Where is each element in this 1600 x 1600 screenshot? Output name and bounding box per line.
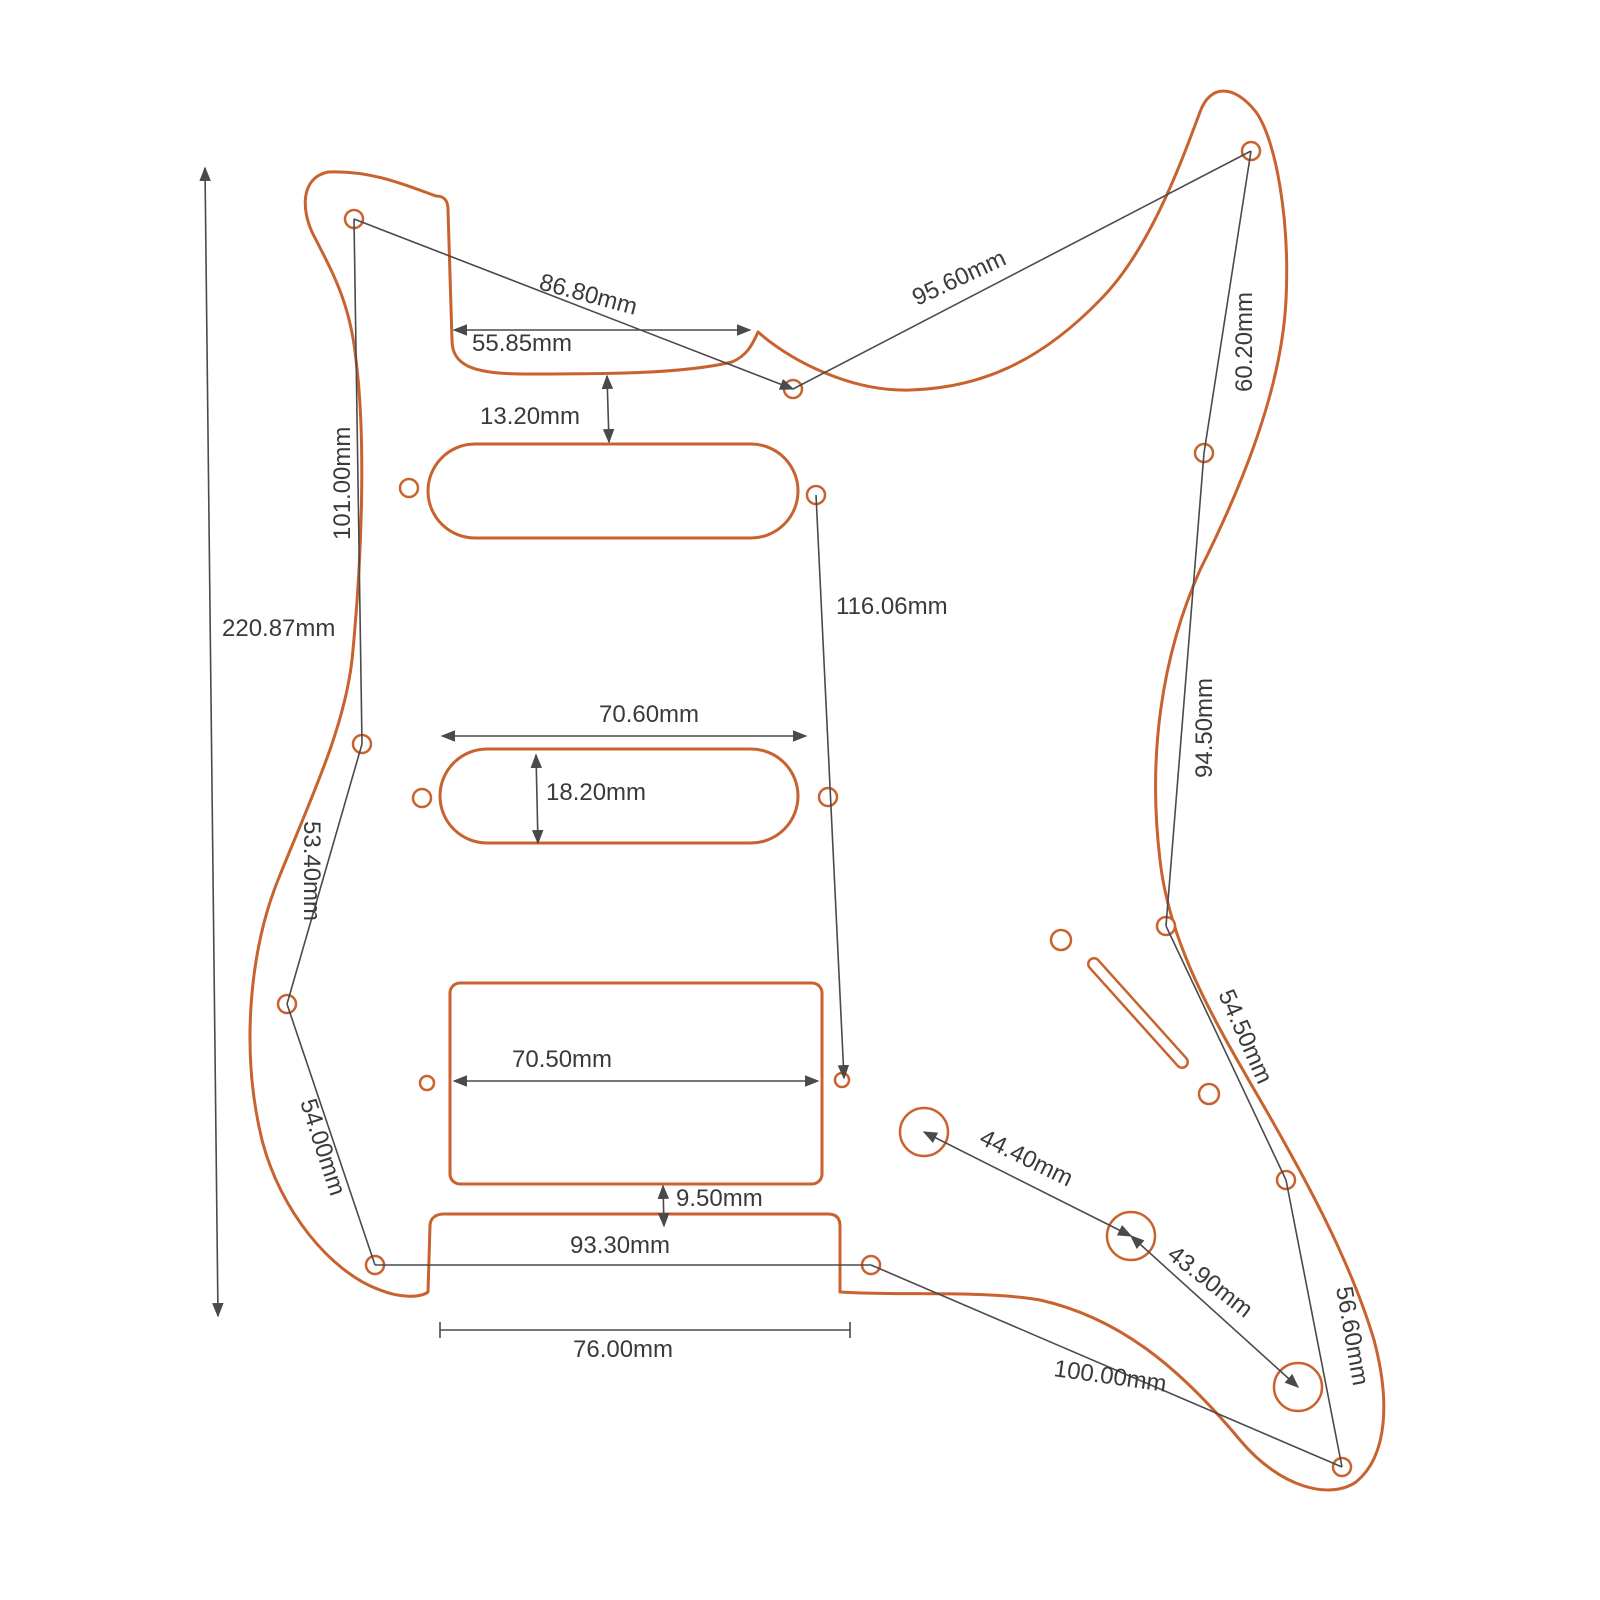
dim-line-94-50 [1165, 452, 1205, 927]
dim-line-101-00 [353, 218, 363, 745]
dim-line-9-50 [657, 1184, 670, 1228]
label-60-20: 60.20mm [1231, 292, 1258, 392]
label-116-06: 116.06mm [836, 593, 948, 620]
label-100-00: 100.00mm [1052, 1355, 1168, 1398]
dim-line-13-20 [601, 374, 615, 444]
pickup-mount-hole [833, 1071, 851, 1089]
dim-line-56-60 [1285, 1179, 1343, 1468]
dim-line-86-80 [353, 218, 795, 390]
neck-pickup-opening [426, 442, 800, 540]
label-70-50: 70.50mm [512, 1046, 612, 1073]
pickup-mount-hole [418, 1074, 436, 1092]
pickguard-outline [248, 89, 1386, 1492]
label-55-85: 55.85mm [472, 330, 572, 357]
dim-line-95-60 [792, 150, 1252, 390]
dim-line-44-40 [922, 1131, 1133, 1237]
label-56-60: 56.60mm [1330, 1284, 1374, 1387]
label-86-80: 86.80mm [536, 269, 640, 321]
label-95-60: 95.60mm [908, 245, 1010, 312]
dim-line-18-20 [530, 753, 544, 845]
label-53-40: 53.40mm [298, 821, 325, 921]
dim-line-54-00 [286, 1003, 376, 1266]
pickup-mount-hole [817, 786, 839, 808]
label-13-20: 13.20mm [480, 403, 580, 430]
switch-slot-inner [1089, 959, 1187, 1067]
dim-line-overall-height [199, 166, 224, 1318]
pickup-mount-hole [398, 477, 420, 499]
bridge-humbucker-opening [448, 981, 824, 1186]
label-9-50: 9.50mm [676, 1185, 763, 1212]
switch-mount-hole [1197, 1082, 1221, 1106]
pickup-mount-hole [411, 787, 433, 809]
label-101-00: 101.00mm [329, 427, 356, 540]
middle-pickup-opening [438, 747, 800, 845]
label-94-50: 94.50mm [1191, 678, 1218, 778]
dim-line-116-06 [815, 494, 850, 1080]
label-70-60: 70.60mm [599, 701, 699, 728]
label-93-30: 93.30mm [570, 1232, 670, 1259]
switch-mount-hole [1049, 928, 1073, 952]
label-43-90: 43.90mm [1162, 1240, 1257, 1323]
label-44-40: 44.40mm [975, 1124, 1077, 1192]
dim-line-53-40 [286, 743, 363, 1005]
label-18-20: 18.20mm [546, 779, 646, 806]
dim-line-43-90 [1129, 1235, 1300, 1388]
dim-line-100-00 [870, 1264, 1343, 1468]
dim-line-54-50 [1165, 925, 1287, 1181]
label-54-00: 54.00mm [294, 1096, 351, 1199]
dim-line-60-20 [1203, 150, 1252, 454]
label-76-00: 76.00mm [573, 1336, 673, 1363]
label-overall-height: 220.87mm [222, 615, 335, 642]
